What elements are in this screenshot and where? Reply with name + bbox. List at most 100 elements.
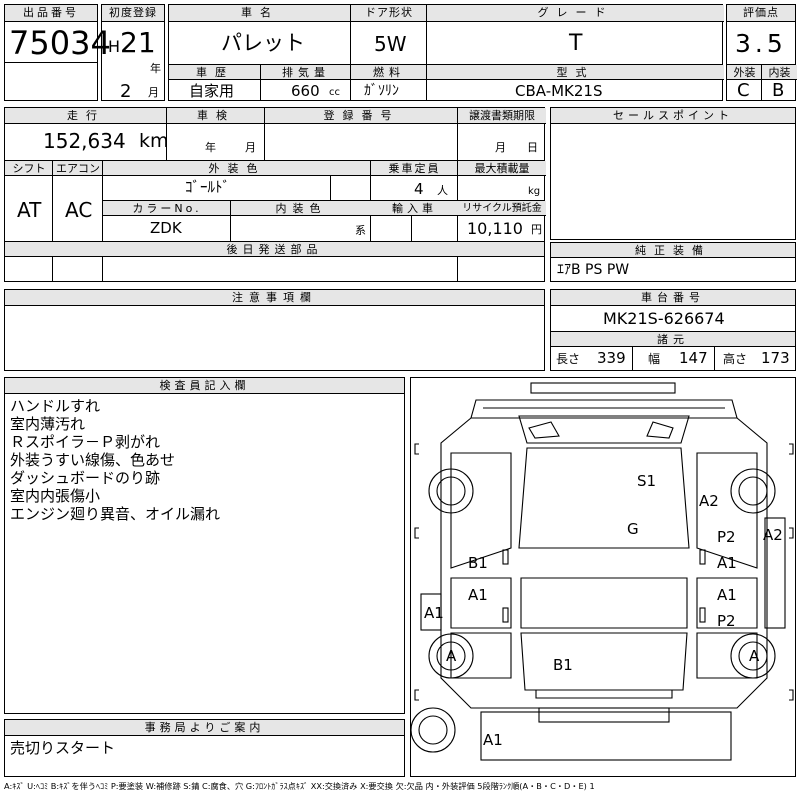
remark-5: ダッシュボードのり跡 [10,469,161,487]
displacement-unit: cc [329,87,340,98]
inspector-box: 検査員記入欄 ハンドルすれ 室内薄汚れ Ｒスポイラ－Ｐ剥がれ 外装うすい線傷、色… [4,377,405,714]
interior-color-label: 内装色 [231,201,371,216]
remark-3: Ｒスポイラ－Ｐ剥がれ [10,433,161,451]
dimensions-label: 諸元 [551,332,795,347]
exterior-color: ｺﾞｰﾙﾄﾞ [185,178,231,196]
mark-p2-bottom: P2 [717,612,736,630]
capacity-value: 4 [414,180,424,198]
mark-a1-right-front: A1 [717,554,737,572]
office-value: 売切りスタート [10,739,116,757]
lot-number-box: 出品番号 75034 [4,4,111,101]
legend: A:ｷｽﾞ U:ﾍｺﾐ B:ｷｽﾞを伴うﾍｺﾐ P:要塗装 W:補修跡 S:錆 … [4,781,595,791]
recycle-label: リサイクル預託金 [458,201,546,216]
mileage-unit: km [139,130,169,152]
first-registration-box: 初度登録 H 21 年 2 月 [101,4,165,101]
mileage-label: 走行 [5,108,167,124]
exterior-grade: C [737,80,750,101]
registration-year: 21 [120,26,156,59]
registration-month: 2 [120,81,132,102]
door-label: ドア形状 [351,5,427,22]
mark-b1-rear: B1 [553,656,573,674]
remark-6: 室内内張傷小 [10,487,101,505]
equipment-label: 純正装備 [551,243,795,258]
equipment-value: ｴｱB PS PW [557,262,630,278]
mileage-value: 152,634 [43,129,126,153]
car-name: パレット [221,31,305,55]
color-number: ZDK [150,219,182,237]
width-label: 幅 [648,352,661,366]
remark-1: ハンドルすれ [10,397,101,415]
ac-value: AC [65,198,93,222]
color-no-label: カラーNo. [103,201,231,216]
displacement: 660 [291,82,320,100]
model: CBA-MK21S [515,82,603,100]
exterior-label: 外装 [727,65,762,80]
length-label: 長さ [556,352,581,366]
mark-g: G [627,520,639,538]
capacity-label: 乗車定員 [371,161,458,176]
car-main-box: 車名 ドア形状 グレード パレット 5W T 車歴 排気量 燃料 型式 自家用 … [168,4,724,101]
displacement-label: 排気量 [261,65,351,80]
height-value: 173 [761,349,790,367]
mark-tire-right-rear: A [749,647,760,665]
transfer-month-unit: 月 [495,141,506,154]
mark-a2-right-panel: A2 [699,492,719,510]
vehicle-details-box: 走行 車検 登録番号 譲渡書類期限 152,634 km 年 月 月 日 シフト… [4,107,546,282]
width-value: 147 [679,349,708,367]
registration-era: H [108,37,121,56]
transfer-day-unit: 日 [527,141,538,154]
length-value: 339 [597,349,626,367]
lot-number: 75034 [9,24,111,62]
car-diagram: S1 G A2 A2 P2 A1 A1 P2 B1 A1 A1 B1 A A A… [410,382,794,761]
grade-label: グレード [427,5,724,22]
notes-label: 注意事項欄 [5,290,544,306]
chassis-box: 車台番号 MK21S-626674 諸元 長さ 339 幅 147 高さ 173 [550,289,796,371]
inspection-label: 車検 [167,108,265,124]
mark-a1-left-edge: A1 [424,604,444,622]
car-diagram-box: S1 G A2 A2 P2 A1 A1 P2 B1 A1 A1 B1 A A A… [410,377,796,777]
fuel: ｶﾞｿﾘﾝ [364,83,399,99]
chassis-number: MK21S-626674 [603,309,725,328]
notes-box: 注意事項欄 [4,289,545,371]
recycle-unit: 円 [531,223,542,236]
mark-a1-spare: A1 [483,731,503,749]
import-label: 輸入車 [371,201,458,216]
mark-p2-top: P2 [717,528,736,546]
inspection-year-unit: 年 [205,141,216,154]
inspector-label: 検査員記入欄 [5,378,404,394]
score-label: 評価点 [727,5,795,22]
inspection-month-unit: 月 [245,141,256,154]
capacity-unit: 人 [437,184,448,197]
max-load-unit: kg [528,186,541,197]
grade: T [569,31,583,56]
door-type: 5W [374,32,407,56]
score: 3.5 [735,29,787,58]
ac-label: エアコン [53,161,103,176]
interior-color-unit: 系 [355,224,366,237]
office-label: 事務局よりご案内 [5,720,404,736]
chassis-label: 車台番号 [551,290,795,306]
max-load-label: 最大積載量 [458,161,546,176]
mark-a2-right-edge: A2 [763,526,783,544]
interior-label: 内装 [762,65,797,80]
exterior-color-label: 外装色 [103,161,371,176]
mark-a1-left: A1 [468,586,488,604]
mark-s1: S1 [637,472,656,490]
interior-grade: B [772,80,785,101]
height-label: 高さ [723,352,748,366]
recycle-value: 10,110 [467,219,523,238]
equipment-box: 純正装備 ｴｱB PS PW [550,242,796,282]
registration-month-unit: 月 [148,86,159,99]
score-box: 評価点 3.5 外装 内装 C B [726,4,797,101]
office-box: 事務局よりご案内 売切りスタート [4,719,405,777]
first-registration-label: 初度登録 [102,5,164,22]
mark-a1-right-rear: A1 [717,586,737,604]
remark-4: 外装うすい線傷、色あせ [10,451,176,469]
later-parts-label: 後日発送部品 [5,242,544,257]
registration-year-unit: 年 [150,62,161,75]
plate-label: 登録番号 [265,108,458,124]
lot-number-label: 出品番号 [5,5,97,22]
shift-value: AT [17,198,42,222]
history: 自家用 [189,82,235,100]
mark-b1-left: B1 [468,554,488,572]
